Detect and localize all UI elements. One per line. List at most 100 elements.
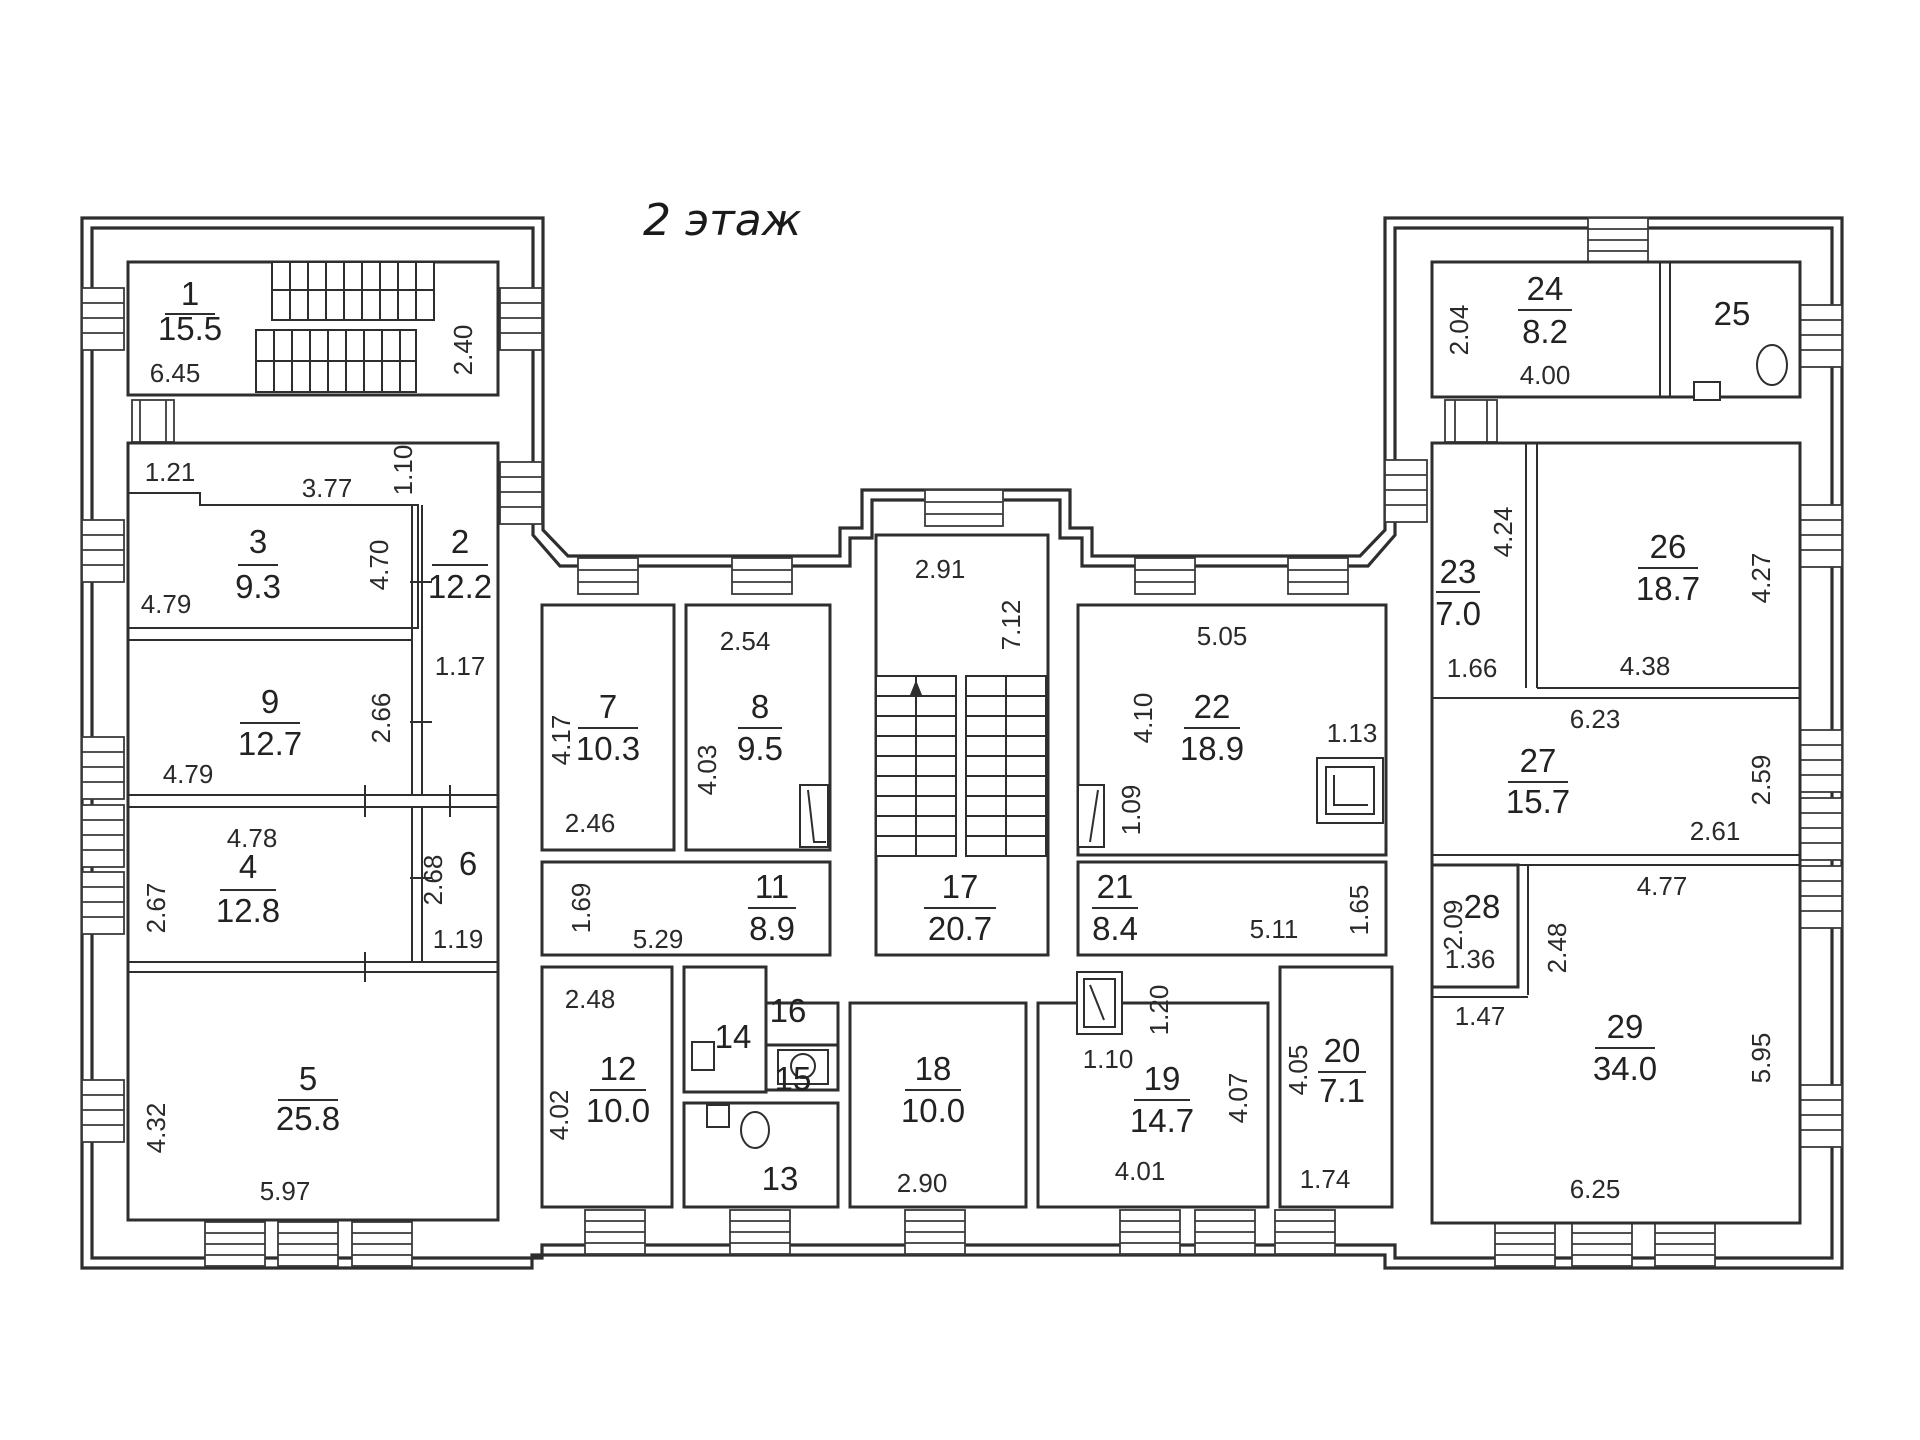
dimension: 4.77 xyxy=(1637,871,1688,901)
dimension: 4.02 xyxy=(544,1090,574,1141)
room-area: 10.0 xyxy=(901,1092,965,1129)
dimension: 2.68 xyxy=(418,855,448,906)
room-area: 34.0 xyxy=(1593,1050,1657,1087)
dimension: 2.90 xyxy=(897,1168,948,1198)
dimension: 3.77 xyxy=(302,473,353,503)
room-area: 8.2 xyxy=(1522,313,1568,350)
dimension: 4.24 xyxy=(1488,507,1518,558)
room-number: 1 xyxy=(181,275,199,312)
dimension: 2.61 xyxy=(1690,816,1741,846)
room-area: 10.3 xyxy=(576,730,640,767)
rooms-center xyxy=(540,533,1394,1209)
room-number: 26 xyxy=(1650,528,1687,565)
dimension: 4.38 xyxy=(1620,651,1671,681)
dimension: 5.95 xyxy=(1746,1033,1776,1084)
dimension: 2.46 xyxy=(565,808,616,838)
dimension: 5.97 xyxy=(260,1176,311,1206)
room-number: 24 xyxy=(1527,270,1564,307)
room-number: 4 xyxy=(239,848,257,885)
dimension: 1.10 xyxy=(388,445,418,496)
dimension: 2.04 xyxy=(1444,305,1474,356)
dimension: 1.47 xyxy=(1455,1001,1506,1031)
room-number: 21 xyxy=(1097,868,1134,905)
dimension: 1.13 xyxy=(1327,718,1378,748)
stair-room-1 xyxy=(255,261,435,393)
dimension: 4.01 xyxy=(1115,1156,1166,1186)
floor-title: 2 этаж xyxy=(643,195,802,246)
dimension: 1.69 xyxy=(566,883,596,934)
room-number: 28 xyxy=(1464,888,1501,925)
dimension: 4.17 xyxy=(546,715,576,766)
dimension: 4.00 xyxy=(1520,360,1571,390)
dimension: 4.07 xyxy=(1223,1073,1253,1124)
room-number: 23 xyxy=(1440,553,1477,590)
room-area: 18.7 xyxy=(1636,570,1700,607)
room-number: 19 xyxy=(1144,1060,1181,1097)
windows xyxy=(81,217,1843,1267)
room-number: 22 xyxy=(1194,688,1231,725)
dimension: 1.66 xyxy=(1447,653,1498,683)
dimension: 7.12 xyxy=(996,600,1026,651)
room-number: 9 xyxy=(261,683,279,720)
dimension: 1.19 xyxy=(433,924,484,954)
room-area: 15.7 xyxy=(1506,783,1570,820)
dimension: 1.20 xyxy=(1144,985,1174,1036)
dimension: 2.66 xyxy=(366,693,396,744)
room-number: 29 xyxy=(1607,1008,1644,1045)
room-labels: 1 15.5 2 12.2 3 9.3 4 12.8 5 25.8 6 7 10… xyxy=(158,270,1750,1197)
dimension: 4.05 xyxy=(1283,1045,1313,1096)
room-area: 8.9 xyxy=(749,910,795,947)
room-number: 12 xyxy=(600,1050,637,1087)
dimension: 1.65 xyxy=(1344,885,1374,936)
dimension: 4.78 xyxy=(227,823,278,853)
room-number: 2 xyxy=(451,523,469,560)
dimension: 6.45 xyxy=(150,358,201,388)
room-area: 20.7 xyxy=(928,910,992,947)
room-number: 25 xyxy=(1714,295,1751,332)
dimension: 2.09 xyxy=(1438,900,1468,951)
dimension: 5.05 xyxy=(1197,621,1248,651)
room-number: 5 xyxy=(299,1060,317,1097)
dimension: 6.25 xyxy=(1570,1174,1621,1204)
dimension: 6.23 xyxy=(1570,704,1621,734)
dimension: 4.32 xyxy=(141,1103,171,1154)
room-area: 7.0 xyxy=(1435,595,1481,632)
room-number: 14 xyxy=(715,1018,752,1055)
dimension: 1.21 xyxy=(145,457,196,487)
dimension: 2.59 xyxy=(1746,755,1776,806)
dimension: 4.79 xyxy=(163,759,214,789)
dimension: 4.27 xyxy=(1746,553,1776,604)
room-number: 27 xyxy=(1520,742,1557,779)
room-number: 17 xyxy=(942,868,979,905)
room-area: 12.7 xyxy=(238,725,302,762)
dimension: 2.91 xyxy=(915,554,966,584)
dimension: 2.67 xyxy=(141,883,171,934)
dimension: 5.29 xyxy=(633,924,684,954)
dimension: 1.09 xyxy=(1116,785,1146,836)
dimension-labels: 6.45 2.40 1.21 3.77 1.10 4.79 4.70 1.17 … xyxy=(141,305,1776,1206)
room-area: 7.1 xyxy=(1319,1072,1365,1109)
room-area: 18.9 xyxy=(1180,730,1244,767)
room-area: 25.8 xyxy=(276,1100,340,1137)
dimension: 1.10 xyxy=(1083,1044,1134,1074)
room-area: 12.8 xyxy=(216,892,280,929)
dimension: 1.17 xyxy=(435,651,486,681)
dimension: 4.10 xyxy=(1128,693,1158,744)
room-number: 18 xyxy=(915,1050,952,1087)
room-number: 13 xyxy=(762,1160,799,1197)
room-number: 8 xyxy=(751,688,769,725)
room-number: 11 xyxy=(755,868,789,905)
dimension: 4.70 xyxy=(364,540,394,591)
dimension: 5.11 xyxy=(1250,914,1299,944)
room-area: 8.4 xyxy=(1092,910,1138,947)
dimension: 1.36 xyxy=(1445,944,1496,974)
room-area: 15.5 xyxy=(158,310,222,347)
room-number: 20 xyxy=(1324,1032,1361,1069)
dimension: 2.48 xyxy=(565,984,616,1014)
dimension: 1.74 xyxy=(1300,1164,1351,1194)
room-number: 15 xyxy=(775,1060,812,1097)
room-area: 14.7 xyxy=(1130,1102,1194,1139)
room-area: 12.2 xyxy=(428,568,492,605)
room-number: 3 xyxy=(249,523,267,560)
